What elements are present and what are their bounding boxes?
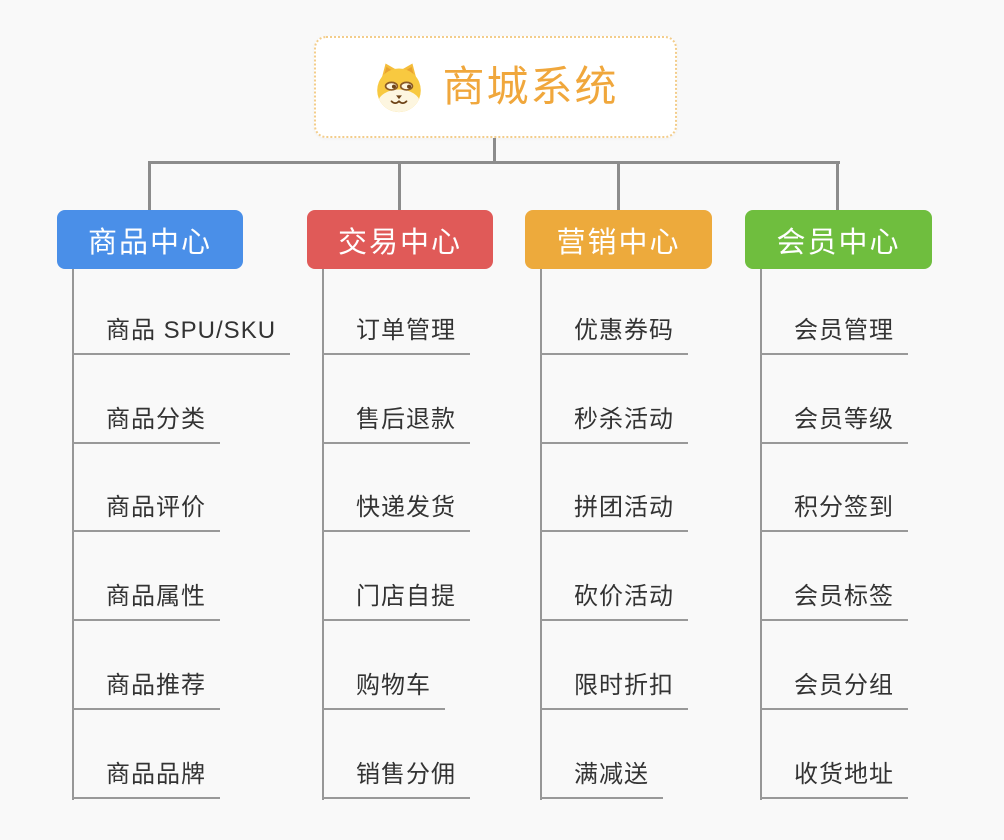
branch-node-marketing-center[interactable]: 营销中心 [525, 210, 712, 269]
list-item: 销售分佣 [322, 710, 470, 799]
leaf-node-bargain[interactable]: 砍价活动 [540, 576, 688, 622]
list-item: 收货地址 [760, 710, 908, 799]
root-node-mall-system[interactable]: 商城系统 [314, 36, 677, 138]
list-item: 商品分类 [72, 355, 290, 444]
root-node-label: 商城系统 [442, 63, 619, 110]
list-item: 拼团活动 [540, 444, 688, 533]
leaf-node-order-management[interactable]: 订单管理 [322, 310, 470, 355]
leaf-node-member-level[interactable]: 会员等级 [760, 399, 908, 444]
branch-trunk-member [760, 269, 762, 800]
leaf-node-express-delivery[interactable]: 快递发货 [322, 487, 470, 533]
list-item: 购物车 [322, 621, 470, 710]
list-item: 售后退款 [322, 355, 470, 444]
leaf-node-limited-discount[interactable]: 限时折扣 [540, 665, 688, 710]
list-item: 门店自提 [322, 532, 470, 622]
leaf-node-member-tags[interactable]: 会员标签 [760, 576, 908, 622]
branch-items-marketing: 优惠券码 秒杀活动 拼团活动 砍价活动 限时折扣 满减送 [540, 266, 688, 799]
leaf-node-full-reduction[interactable]: 满减送 [540, 754, 663, 799]
connector-root-stem [493, 138, 496, 163]
list-item: 快递发货 [322, 444, 470, 533]
branch-items-member: 会员管理 会员等级 积分签到 会员标签 会员分组 收货地址 [760, 266, 908, 799]
list-item: 商品评价 [72, 444, 290, 533]
list-item: 优惠券码 [540, 266, 688, 355]
list-item: 限时折扣 [540, 621, 688, 710]
list-item: 会员标签 [760, 532, 908, 622]
leaf-node-flash-sale[interactable]: 秒杀活动 [540, 399, 688, 444]
leaf-node-product-recommend[interactable]: 商品推荐 [72, 665, 220, 710]
leaf-node-group-buy[interactable]: 拼团活动 [540, 487, 688, 533]
list-item: 砍价活动 [540, 532, 688, 622]
leaf-node-points-checkin[interactable]: 积分签到 [760, 487, 908, 533]
list-item: 会员等级 [760, 355, 908, 444]
leaf-node-product-review[interactable]: 商品评价 [72, 487, 220, 533]
list-item: 满减送 [540, 710, 688, 799]
connector-drop-product [148, 161, 151, 210]
branch-items-product: 商品 SPU/SKU 商品分类 商品评价 商品属性 商品推荐 商品品牌 [72, 266, 291, 799]
list-item: 商品 SPU/SKU [72, 266, 291, 355]
leaf-node-shipping-address[interactable]: 收货地址 [760, 754, 908, 799]
connector-drop-member [836, 161, 839, 210]
branch-node-trade-center[interactable]: 交易中心 [307, 210, 493, 269]
leaf-node-product-attribute[interactable]: 商品属性 [72, 576, 220, 622]
list-item: 商品属性 [72, 532, 290, 622]
connector-drop-trade [398, 161, 401, 210]
leaf-node-product-spu-sku[interactable]: 商品 SPU/SKU [72, 310, 291, 355]
list-item: 秒杀活动 [540, 355, 688, 444]
list-item: 商品推荐 [72, 621, 290, 710]
list-item: 积分签到 [760, 444, 908, 533]
leaf-node-shopping-cart[interactable]: 购物车 [322, 665, 445, 710]
leaf-node-product-brand[interactable]: 商品品牌 [72, 754, 220, 799]
branch-node-member-center[interactable]: 会员中心 [745, 210, 932, 269]
leaf-node-member-groups[interactable]: 会员分组 [760, 665, 908, 710]
list-item: 商品品牌 [72, 710, 290, 799]
connector-horizontal [149, 161, 840, 164]
leaf-node-after-sale-refund[interactable]: 售后退款 [322, 399, 470, 444]
leaf-node-coupon-code[interactable]: 优惠券码 [540, 310, 688, 355]
list-item: 会员管理 [760, 266, 908, 355]
leaf-node-product-category[interactable]: 商品分类 [72, 399, 220, 444]
leaf-node-store-pickup[interactable]: 门店自提 [322, 576, 470, 622]
branch-trunk-product [72, 269, 74, 800]
branch-items-trade: 订单管理 售后退款 快递发货 门店自提 购物车 销售分佣 [322, 266, 470, 799]
list-item: 订单管理 [322, 266, 470, 355]
branch-trunk-trade [322, 269, 324, 800]
leaf-node-sales-commission[interactable]: 销售分佣 [322, 754, 470, 799]
connector-drop-marketing [617, 161, 620, 210]
doge-face-icon [377, 63, 422, 113]
leaf-node-member-management[interactable]: 会员管理 [760, 310, 908, 355]
list-item: 会员分组 [760, 621, 908, 710]
branch-node-product-center[interactable]: 商品中心 [57, 210, 243, 269]
branch-trunk-marketing [540, 269, 542, 800]
